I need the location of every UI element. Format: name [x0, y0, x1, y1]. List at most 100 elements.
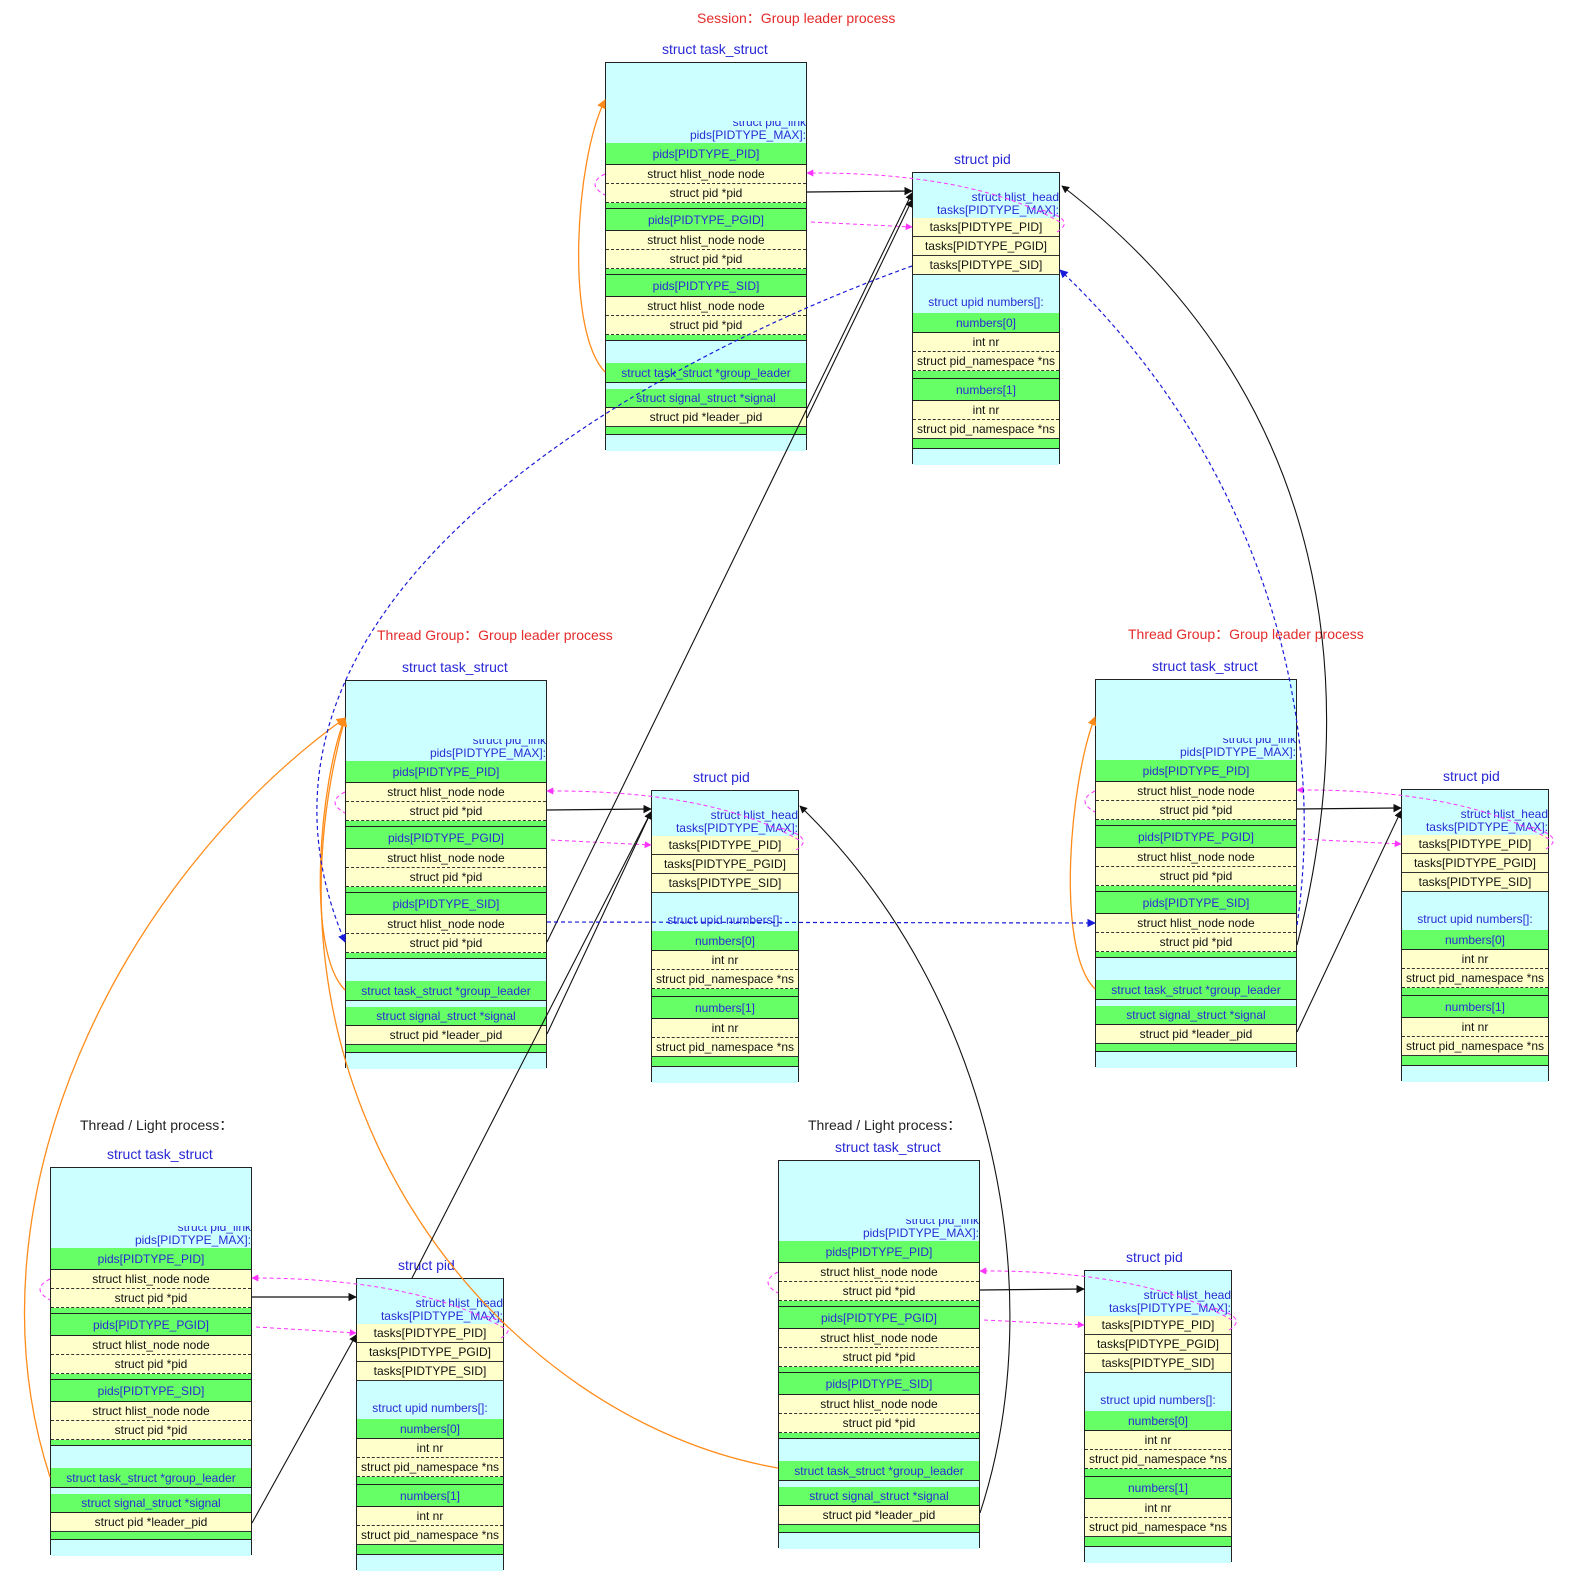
- hlist-node-field: struct hlist_node node: [346, 849, 546, 868]
- session-sid-to-tg-left: [316, 265, 913, 943]
- pids-pid-entry: pids[PIDTYPE_PID]: [51, 1248, 251, 1270]
- gap-area: [1096, 958, 1296, 980]
- tg-left-group-leader-loop: [319, 717, 347, 991]
- hlist-node-field: struct hlist_node node: [51, 1336, 251, 1355]
- spacer-bar: [1096, 1044, 1296, 1052]
- namespace-field: struct pid_namespace *ns: [357, 1526, 503, 1545]
- spacer-bar: [1402, 1056, 1548, 1066]
- namespace-field: struct pid_namespace *ns: [1085, 1450, 1231, 1469]
- tg-left-leader-to-own-pid: [546, 811, 652, 1035]
- thread-group-right-title: struct pid: [1443, 768, 1500, 784]
- tg-right-sid-to-session-pid: [1061, 185, 1328, 946]
- tasks-loop-1: [780, 827, 804, 851]
- spacer-bar: [346, 953, 546, 959]
- pids-array-label: pids[PIDTYPE_MAX]:: [689, 128, 806, 142]
- thread-light-left-title: struct task_struct: [107, 1146, 213, 1162]
- tail-area: [913, 449, 1059, 465]
- tg-right-sid-to-session: [1059, 269, 1305, 926]
- session-leader-title: struct task_struct: [662, 41, 768, 57]
- namespace-field: struct pid_namespace *ns: [913, 420, 1059, 439]
- int-nr-field: int nr: [1402, 950, 1548, 969]
- int-nr-field: int nr: [1085, 1499, 1231, 1518]
- pid-pointer-field: struct pid *pid: [346, 868, 546, 887]
- int-nr-field: int nr: [652, 951, 798, 970]
- pid-pointer-field: struct pid *pid: [1096, 933, 1296, 952]
- gap-area: [606, 341, 806, 363]
- upid-numbers-label: struct upid numbers[]:: [357, 1381, 503, 1419]
- tasks-pgid-field: tasks[PIDTYPE_PGID]: [1085, 1335, 1231, 1354]
- pids-pid-entry: pids[PIDTYPE_PID]: [606, 143, 806, 165]
- pid-pointer-field: struct pid *pid: [606, 184, 806, 203]
- thread-group-left-title: struct task_struct: [402, 659, 508, 675]
- pid-link-label: struct pid_link: [1222, 738, 1296, 746]
- pids-pgid-entry: pids[PIDTYPE_PGID]: [51, 1314, 251, 1336]
- leader-pid-field: struct pid *leader_pid: [1096, 1025, 1296, 1044]
- gap-area: [1096, 1000, 1296, 1006]
- hlist-head-label: struct hlist_head: [971, 190, 1059, 204]
- pgid-node-arrow-3: [255, 1326, 357, 1337]
- thread-light-caption-right: Thread / Light process：: [808, 1117, 962, 1133]
- hlist-node-field: struct hlist_node node: [606, 165, 806, 184]
- spacer-bar: [1402, 988, 1548, 996]
- tasks-to-node-arrow-4: [979, 1267, 1233, 1321]
- namespace-field: struct pid_namespace *ns: [913, 352, 1059, 371]
- hlist-node-field: struct hlist_node node: [606, 297, 806, 316]
- node-loop-4: [767, 1271, 779, 1294]
- hlist-node-field: struct hlist_node node: [1096, 782, 1296, 801]
- hlist-node-field: struct hlist_node node: [779, 1395, 979, 1414]
- pid-link-label: struct pid_link: [905, 1219, 979, 1227]
- pids-array-label: pids[PIDTYPE_MAX]:: [429, 746, 546, 760]
- tasks-sid-field: tasks[PIDTYPE_SID]: [652, 874, 798, 893]
- tasks-to-node-arrow-2: [1296, 786, 1550, 840]
- pids-pid-entry: pids[PIDTYPE_PID]: [1096, 760, 1296, 782]
- tail-area: [1096, 1052, 1296, 1068]
- tail-area: [51, 1540, 251, 1556]
- tasks-pgid-field: tasks[PIDTYPE_PGID]: [357, 1343, 503, 1362]
- tasks-to-node-arrow-0: [806, 169, 1061, 223]
- tasks-to-node-arrow-1: [546, 787, 800, 841]
- signal-field: struct signal_struct *signal: [779, 1487, 979, 1506]
- hlist-node-field: struct hlist_node node: [606, 231, 806, 250]
- signal-field: struct signal_struct *signal: [51, 1494, 251, 1513]
- thread-group-caption-right: Thread Group：Group leader process: [1128, 626, 1364, 642]
- thread-light-right-title: struct pid: [1126, 1249, 1183, 1265]
- pids-pid-entry: pids[PIDTYPE_PID]: [779, 1241, 979, 1263]
- group-leader-field: struct task_struct *group_leader: [779, 1461, 979, 1481]
- session-caption: Session：Group leader process: [697, 10, 896, 26]
- spacer-bar: [51, 1374, 251, 1380]
- namespace-field: struct pid_namespace *ns: [1402, 969, 1548, 988]
- pids-pgid-entry: pids[PIDTYPE_PGID]: [606, 209, 806, 231]
- spacer-bar: [606, 427, 806, 435]
- signal-field: struct signal_struct *signal: [606, 389, 806, 408]
- tasks-sid-field: tasks[PIDTYPE_SID]: [1085, 1354, 1231, 1373]
- upid-numbers-label: struct upid numbers[]:: [913, 275, 1059, 313]
- pids-pgid-entry: pids[PIDTYPE_PGID]: [346, 827, 546, 849]
- tasks-pgid-field: tasks[PIDTYPE_PGID]: [1402, 854, 1548, 873]
- pids-sid-entry: pids[PIDTYPE_SID]: [606, 275, 806, 297]
- pids-sid-entry: pids[PIDTYPE_SID]: [346, 893, 546, 915]
- pids-sid-entry: pids[PIDTYPE_SID]: [779, 1373, 979, 1395]
- int-nr-field: int nr: [1402, 1018, 1548, 1037]
- session-title: struct pid: [954, 151, 1011, 167]
- pid-pointer-field: struct pid *pid: [346, 802, 546, 821]
- hlist-node-field: struct hlist_node node: [779, 1329, 979, 1348]
- gap-area: [606, 383, 806, 389]
- numbers1-entry: numbers[1]: [357, 1485, 503, 1507]
- pid-pointer-arrow-1: [546, 804, 652, 814]
- pid-link-label: struct pid_link: [472, 739, 546, 747]
- numbers0-entry: numbers[0]: [652, 931, 798, 951]
- session-group-leader-loop: [578, 99, 606, 373]
- pgid-node-arrow-0: [810, 221, 913, 231]
- upid-numbers-label: struct upid numbers[]:: [1402, 892, 1548, 930]
- pid-pointer-field: struct pid *pid: [606, 316, 806, 335]
- gap-area: [779, 1481, 979, 1487]
- thread-group-left-title: struct pid: [693, 769, 750, 785]
- numbers0-entry: numbers[0]: [913, 313, 1059, 333]
- tail-area: [1402, 1066, 1548, 1082]
- pid-pointer-arrow-0: [806, 186, 913, 196]
